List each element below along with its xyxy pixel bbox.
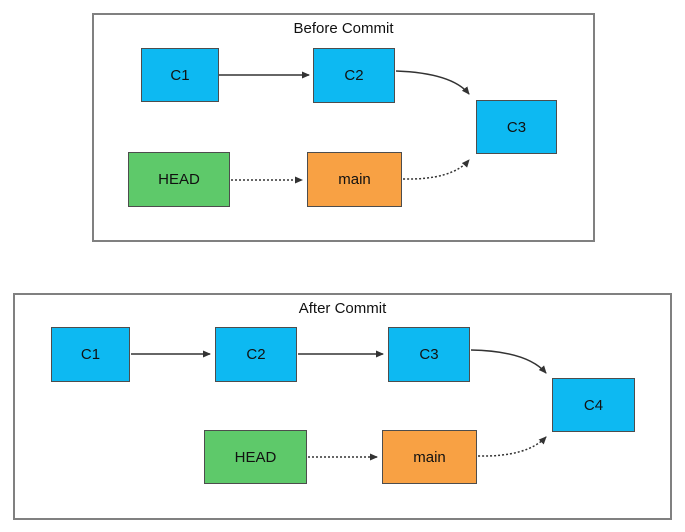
commit-node-c2-before: C2 bbox=[313, 48, 395, 103]
head-node-after: HEAD bbox=[204, 430, 307, 484]
node-label: main bbox=[338, 171, 371, 188]
head-node-before: HEAD bbox=[128, 152, 230, 207]
main-branch-node-after: main bbox=[382, 430, 477, 484]
commit-node-c1-before: C1 bbox=[141, 48, 219, 102]
node-label: HEAD bbox=[158, 171, 200, 188]
commit-node-c4-after: C4 bbox=[552, 378, 635, 432]
node-label: C4 bbox=[583, 396, 604, 414]
node-label: C3 bbox=[419, 346, 439, 363]
node-label: C3 bbox=[506, 118, 527, 136]
before-commit-frame: Before Commit bbox=[92, 13, 595, 242]
node-label: HEAD bbox=[234, 448, 277, 466]
commit-node-c3-after: C3 bbox=[388, 327, 470, 382]
after-commit-frame: After Commit bbox=[13, 293, 672, 520]
node-label: C1 bbox=[170, 66, 190, 84]
before-commit-title: Before Commit bbox=[293, 20, 394, 37]
commit-node-c1-after: C1 bbox=[51, 327, 130, 382]
commit-node-c3-before: C3 bbox=[476, 100, 557, 154]
node-label: main bbox=[413, 448, 446, 466]
node-label: C2 bbox=[344, 67, 364, 84]
node-label: C1 bbox=[80, 346, 101, 363]
main-branch-node-before: main bbox=[307, 152, 402, 207]
node-label: C2 bbox=[246, 346, 266, 363]
after-commit-title: After Commit bbox=[298, 300, 387, 317]
commit-node-c2-after: C2 bbox=[215, 327, 297, 382]
